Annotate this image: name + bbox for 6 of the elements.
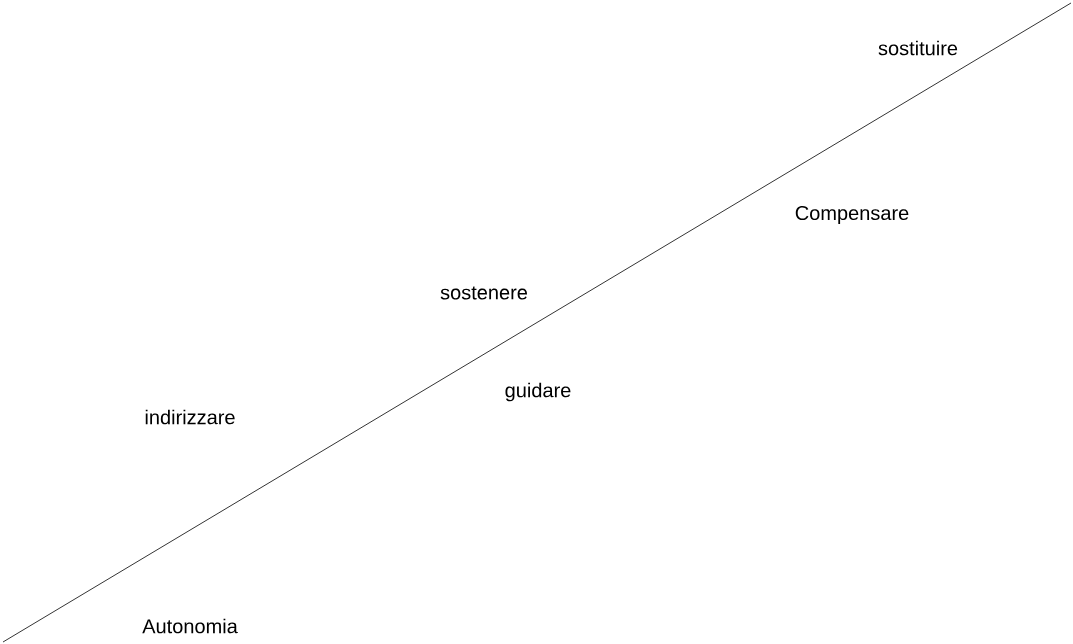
- word-label: guidare: [505, 382, 571, 402]
- word-label: Autonomia: [142, 618, 238, 634]
- word-label: Compensare: [795, 205, 909, 225]
- word-label: sostenere: [440, 286, 527, 300]
- word-label: indirizzare: [145, 409, 235, 425]
- word-label: sostituire: [878, 40, 958, 56]
